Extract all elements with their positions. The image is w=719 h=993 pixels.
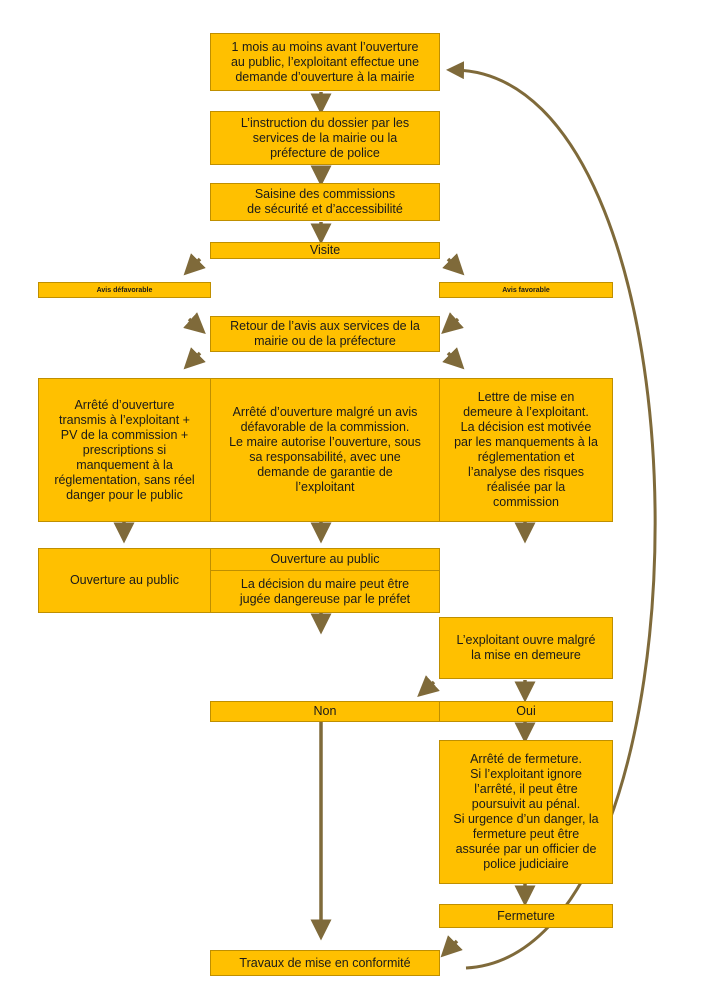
node-arrete-malgre: Arrêté d’ouverture malgré un avis défavo… (210, 378, 440, 522)
arrow-visite-defavorable (183, 253, 206, 276)
node-fermeture: Fermeture (439, 904, 613, 928)
node-instruction-text: L’instruction du dossier par les service… (240, 115, 410, 160)
node-saisine: Saisine des commissions de sécurité et d… (210, 183, 440, 221)
node-travaux: Travaux de mise en conformité (210, 950, 440, 976)
node-retour-text: Retour de l’avis aux services de la mair… (230, 319, 420, 348)
node-oui: Oui (439, 701, 613, 722)
node-non-text: Non (313, 704, 337, 718)
arrow-defavorable-retour (183, 312, 206, 334)
arrow-retour-arrete-ouverture (183, 347, 206, 370)
node-oui-text: Oui (516, 704, 536, 718)
arrow-retour-mise-en-demeure (442, 347, 465, 370)
arrow-favorable-retour (441, 312, 464, 334)
node-avis-favorable-text: Avis favorable (502, 286, 550, 294)
node-mise-en-demeure-text: Lettre de mise en demeure à l’exploitant… (454, 390, 598, 509)
node-exploitant-ouvre-text: L’exploitant ouvre malgré la mise en dem… (456, 633, 596, 662)
node-visite: Visite (210, 242, 440, 259)
node-mise-en-demeure: Lettre de mise en demeure à l’exploitant… (439, 378, 613, 522)
node-travaux-text: Travaux de mise en conformité (239, 955, 411, 970)
node-non: Non (210, 701, 440, 722)
arrow-visite-favorable (442, 253, 465, 276)
node-saisine-text: Saisine des commissions de sécurité et d… (247, 187, 403, 216)
node-exploitant-ouvre: L’exploitant ouvre malgré la mise en dem… (439, 617, 613, 679)
node-arrete-fermeture-text: Arrêté de fermeture. Si l’exploitant ign… (453, 752, 599, 871)
node-arrete-malgre-text: Arrêté d’ouverture malgré un avis défavo… (229, 405, 421, 494)
node-avis-defavorable: Avis défavorable (38, 282, 211, 298)
node-arrete-ouverture-text: Arrêté d’ouverture transmis à l’exploita… (54, 397, 195, 502)
node-ouverture-public-mid: Ouverture au public (210, 548, 440, 571)
node-decision-dangereuse-text: La décision du maire peut être jugée dan… (239, 576, 411, 606)
node-arrete-fermeture: Arrêté de fermeture. Si l’exploitant ign… (439, 740, 613, 884)
node-arrete-ouverture: Arrêté d’ouverture transmis à l’exploita… (38, 378, 211, 522)
node-demande-text: 1 mois au moins avant l’ouverture au pub… (230, 39, 420, 84)
node-ouverture-public-left-text: Ouverture au public (69, 573, 180, 587)
node-fermeture-text: Fermeture (497, 908, 555, 923)
node-visite-text: Visite (309, 243, 341, 257)
node-avis-defavorable-text: Avis défavorable (96, 286, 153, 294)
node-demande: 1 mois au moins avant l’ouverture au pub… (210, 33, 440, 91)
node-avis-favorable: Avis favorable (439, 282, 613, 298)
node-instruction: L’instruction du dossier par les service… (210, 111, 440, 165)
arrow-fermeture-travaux (440, 935, 463, 958)
arrow-exploitant-non (417, 675, 440, 697)
node-ouverture-public-left: Ouverture au public (38, 548, 211, 613)
node-decision-dangereuse: La décision du maire peut être jugée dan… (210, 570, 440, 613)
node-ouverture-public-mid-text: Ouverture au public (270, 552, 380, 566)
node-retour: Retour de l’avis aux services de la mair… (210, 316, 440, 352)
